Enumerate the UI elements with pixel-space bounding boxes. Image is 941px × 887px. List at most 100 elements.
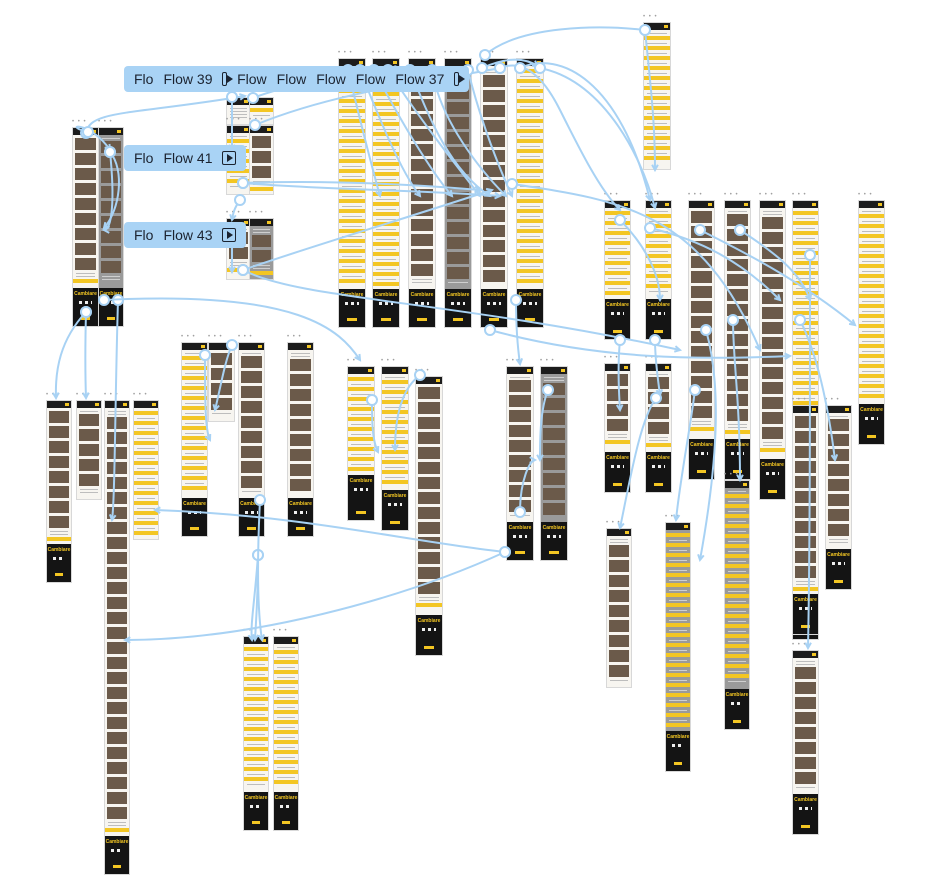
frame-thumbnail[interactable]: Cambiare xyxy=(347,366,375,521)
connector-node[interactable] xyxy=(727,314,739,326)
frame-thumbnail[interactable]: Cambiare xyxy=(46,400,72,583)
frame-menu-dots[interactable]: • • • xyxy=(645,355,660,361)
flow-start-icon[interactable] xyxy=(222,151,236,165)
flow-chip-41[interactable]: Flo Flow 41 xyxy=(124,145,246,171)
frame-menu-dots[interactable]: • • • xyxy=(338,50,353,56)
frame-menu-dots[interactable]: • • • xyxy=(540,358,555,364)
frame-menu-dots[interactable]: • • • xyxy=(444,50,459,56)
flow-start-icon[interactable] xyxy=(454,72,465,86)
connector-node[interactable] xyxy=(234,194,246,206)
connector-node[interactable] xyxy=(534,62,546,74)
frame-thumbnail[interactable]: Cambiare xyxy=(415,376,443,656)
connector-node[interactable] xyxy=(254,494,266,506)
connector-node[interactable] xyxy=(542,384,554,396)
frame-thumbnail[interactable] xyxy=(606,528,632,688)
frame-thumbnail[interactable]: Cambiare xyxy=(724,200,751,480)
frame-thumbnail[interactable]: Cambiare xyxy=(665,522,691,772)
frame-thumbnail[interactable]: Cambiare xyxy=(792,405,819,635)
connector-node[interactable] xyxy=(614,214,626,226)
connector-node[interactable] xyxy=(514,62,526,74)
frame-menu-dots[interactable]: • • • xyxy=(516,50,531,56)
frame-thumbnail[interactable]: Cambiare xyxy=(825,405,852,590)
connector-node[interactable] xyxy=(694,224,706,236)
frame-menu-dots[interactable]: • • • xyxy=(792,397,807,403)
frame-menu-dots[interactable]: • • • xyxy=(724,472,739,478)
frame-menu-dots[interactable]: • • • xyxy=(688,192,703,198)
connector-node[interactable] xyxy=(734,224,746,236)
frame-menu-dots[interactable]: • • • xyxy=(604,192,619,198)
connector-node[interactable] xyxy=(804,249,816,261)
connector-node[interactable] xyxy=(644,222,656,234)
connector-node[interactable] xyxy=(414,369,426,381)
connector-node[interactable] xyxy=(649,334,661,346)
frame-thumbnail[interactable]: Cambiare xyxy=(604,200,631,340)
connector-node[interactable] xyxy=(226,339,238,351)
connector-node[interactable] xyxy=(104,146,116,158)
connector-node[interactable] xyxy=(366,394,378,406)
frame-menu-dots[interactable]: • • • xyxy=(76,392,91,398)
frame-thumbnail[interactable]: Cambiare xyxy=(858,200,885,445)
connector-node[interactable] xyxy=(476,62,488,74)
connector-node[interactable] xyxy=(614,334,626,346)
frame-menu-dots[interactable]: • • • xyxy=(98,119,113,125)
frame-thumbnail[interactable]: Cambiare xyxy=(372,58,400,328)
frame-menu-dots[interactable]: • • • xyxy=(273,628,288,634)
flow-start-icon[interactable] xyxy=(222,72,233,86)
frame-menu-dots[interactable]: • • • xyxy=(643,14,658,20)
frame-thumbnail[interactable]: Cambiare xyxy=(104,400,130,875)
frame-menu-dots[interactable]: • • • xyxy=(759,192,774,198)
flow-start-icon[interactable] xyxy=(222,228,236,242)
frame-thumbnail[interactable]: Cambiare xyxy=(604,363,631,493)
frame-menu-dots[interactable]: • • • xyxy=(724,192,739,198)
frame-menu-dots[interactable]: • • • xyxy=(792,642,807,648)
frame-menu-dots[interactable]: • • • xyxy=(665,514,680,520)
connector-node[interactable] xyxy=(98,294,110,306)
frame-menu-dots[interactable]: • • • xyxy=(287,334,302,340)
connector-node[interactable] xyxy=(494,62,506,74)
connector-node[interactable] xyxy=(80,306,92,318)
frame-menu-dots[interactable]: • • • xyxy=(604,355,619,361)
flow-chip-39[interactable]: Flo Flow 39 Flow Flow Flow Flow Flow 37 xyxy=(124,66,469,92)
connector-node[interactable] xyxy=(237,264,249,276)
connector-node[interactable] xyxy=(226,91,238,103)
frame-menu-dots[interactable]: • • • xyxy=(208,334,223,340)
frame-menu-dots[interactable]: • • • xyxy=(249,210,264,216)
frame-menu-dots[interactable]: • • • xyxy=(133,392,148,398)
frame-menu-dots[interactable]: • • • xyxy=(243,628,258,634)
connector-node[interactable] xyxy=(700,324,712,336)
frame-menu-dots[interactable]: • • • xyxy=(372,50,387,56)
frame-menu-dots[interactable]: • • • xyxy=(347,358,362,364)
frame-thumbnail[interactable]: Cambiare xyxy=(273,636,299,831)
frame-menu-dots[interactable]: • • • xyxy=(506,358,521,364)
connector-node[interactable] xyxy=(514,506,526,518)
connector-node[interactable] xyxy=(479,49,491,61)
connector-node[interactable] xyxy=(506,178,518,190)
frame-menu-dots[interactable]: • • • xyxy=(825,397,840,403)
frame-thumbnail[interactable] xyxy=(249,218,274,280)
frame-menu-dots[interactable]: • • • xyxy=(46,392,61,398)
connector-node[interactable] xyxy=(199,349,211,361)
frame-menu-dots[interactable]: • • • xyxy=(606,520,621,526)
frame-menu-dots[interactable]: • • • xyxy=(249,89,264,95)
frame-thumbnail[interactable]: Cambiare xyxy=(724,480,750,730)
frame-menu-dots[interactable]: • • • xyxy=(408,50,423,56)
frame-menu-dots[interactable]: • • • xyxy=(238,334,253,340)
frame-menu-dots[interactable]: • • • xyxy=(858,192,873,198)
frame-thumbnail[interactable] xyxy=(76,400,102,500)
connector-node[interactable] xyxy=(639,24,651,36)
connector-node[interactable] xyxy=(794,314,806,326)
frame-thumbnail[interactable]: Cambiare xyxy=(287,342,314,537)
frame-menu-dots[interactable]: • • • xyxy=(792,192,807,198)
connector-node[interactable] xyxy=(249,119,261,131)
frame-thumbnail[interactable]: Cambiare xyxy=(181,342,208,537)
flow-chip-43[interactable]: Flo Flow 43 xyxy=(124,222,246,248)
frame-menu-dots[interactable]: • • • xyxy=(104,392,119,398)
connector-node[interactable] xyxy=(510,294,522,306)
connector-node[interactable] xyxy=(237,177,249,189)
frame-thumbnail[interactable] xyxy=(133,400,159,540)
frame-menu-dots[interactable]: • • • xyxy=(181,334,196,340)
connector-node[interactable] xyxy=(82,126,94,138)
connector-node[interactable] xyxy=(650,392,662,404)
connector-node[interactable] xyxy=(484,324,496,336)
